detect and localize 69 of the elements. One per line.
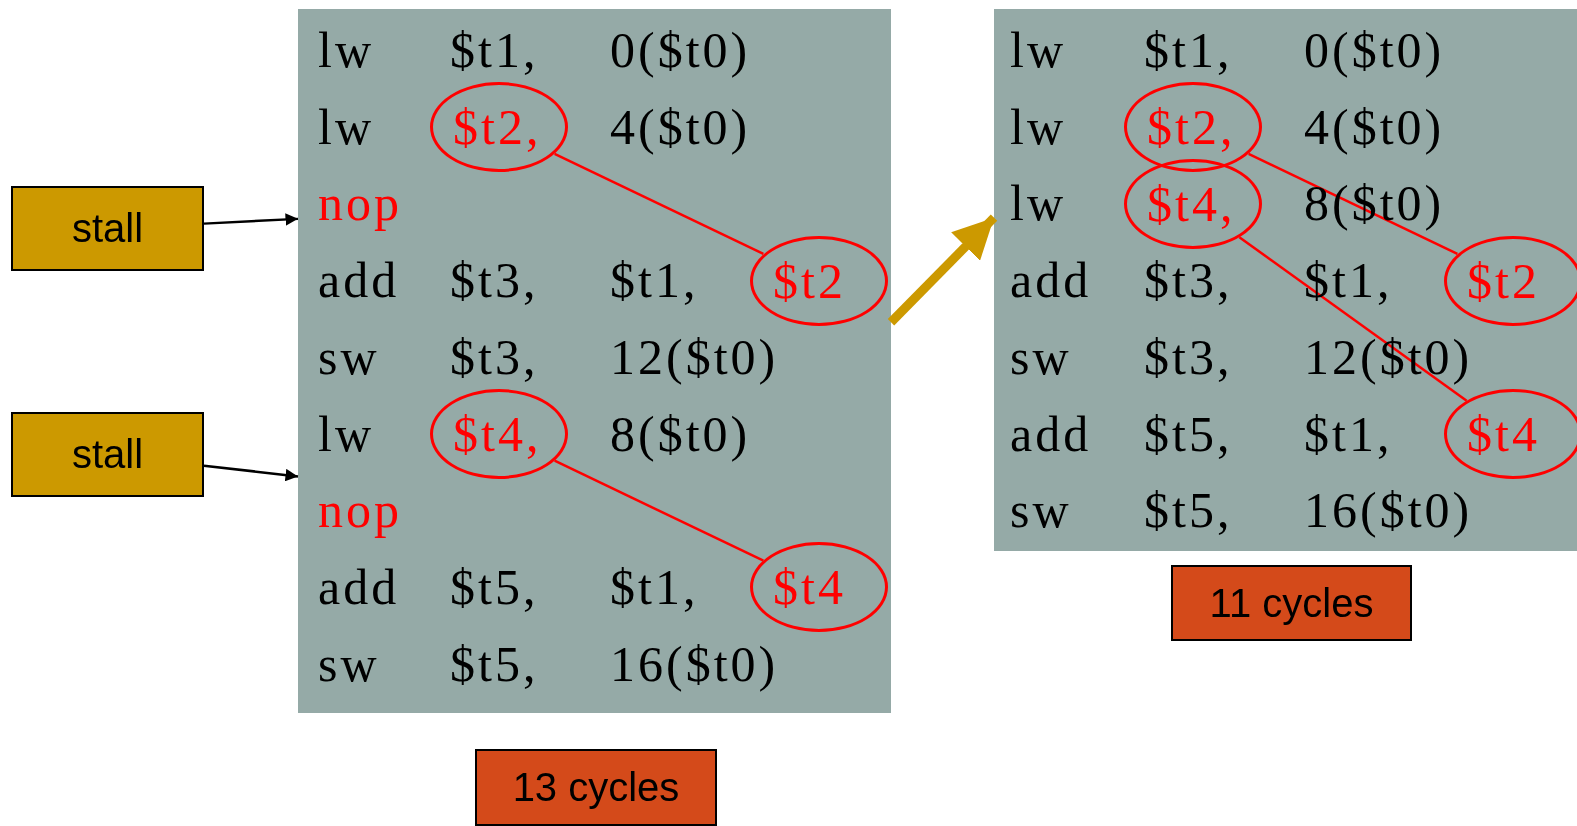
code-token: sw [318,327,380,387]
register-token: $t2, [1147,98,1236,158]
code-token: add [318,557,400,617]
stall-box [11,412,204,497]
code-token: lw [318,97,374,157]
code-token: add [1010,251,1092,311]
code-token: lw [1010,174,1066,234]
code-token: 4($t0) [1304,97,1445,157]
code-token: 0($t0) [1304,21,1445,80]
code-token: $t5, [1144,404,1233,464]
code-token: $t5, [450,634,539,694]
code-token: lw [318,404,374,464]
arrow [203,213,299,226]
highlight-ellipse [1444,389,1577,479]
cycle-count-box [1171,565,1412,641]
code-token: $t3, [1144,251,1233,311]
code-panel [298,9,891,713]
code-token: nop [318,174,402,234]
register-token: $t4 [773,558,846,618]
code-token: $t3, [1144,327,1233,387]
box-label: stall [71,432,144,477]
highlight-ellipse [750,542,888,633]
code-token: $t1, [1304,251,1393,311]
highlight-ellipse [1444,235,1577,326]
highlight-ellipse [430,389,568,479]
register-token: $t2 [773,251,846,311]
connector-line [554,459,764,562]
box-label: stall [71,206,144,251]
arrow [887,214,998,326]
register-token: $t4, [1147,174,1236,234]
code-panel [994,9,1577,551]
code-token: $t3, [450,327,539,387]
code-token: lw [1010,21,1066,80]
register-token: $t4 [1467,405,1540,464]
code-token: $t5, [1144,481,1233,541]
code-token: sw [1010,327,1072,387]
highlight-ellipse [1124,82,1262,173]
code-token: $t1, [450,21,539,80]
code-token: $t1, [1144,21,1233,80]
code-token: sw [318,634,380,694]
arrow [203,464,299,482]
code-token: 12($t0) [610,327,779,387]
highlight-ellipse [1124,158,1262,249]
code-token: 0($t0) [610,21,751,80]
box-label: 11 cycles [1209,580,1374,626]
code-token: add [318,251,400,311]
highlight-ellipse [430,82,568,173]
code-token: sw [1010,481,1072,541]
register-token: $t2 [1467,251,1540,311]
cycle-count-box [475,749,717,826]
highlight-ellipse [750,235,888,326]
code-token: $t1, [610,251,699,311]
code-token: $t3, [450,251,539,311]
connector-line [554,152,764,256]
box-label: 13 cycles [512,765,680,810]
code-token: 16($t0) [610,634,779,694]
code-token: lw [1010,97,1066,157]
stall-box [11,186,204,271]
code-token: $t5, [450,557,539,617]
code-token: $t1, [610,557,699,617]
code-token: 16($t0) [1304,481,1473,541]
code-token: nop [318,481,402,541]
code-token: 8($t0) [610,404,751,464]
code-token: 4($t0) [610,97,751,157]
code-token: lw [318,21,374,80]
code-token: $t1, [1304,404,1393,464]
code-token: add [1010,404,1092,464]
register-token: $t2, [453,98,542,158]
register-token: $t4, [453,405,542,464]
